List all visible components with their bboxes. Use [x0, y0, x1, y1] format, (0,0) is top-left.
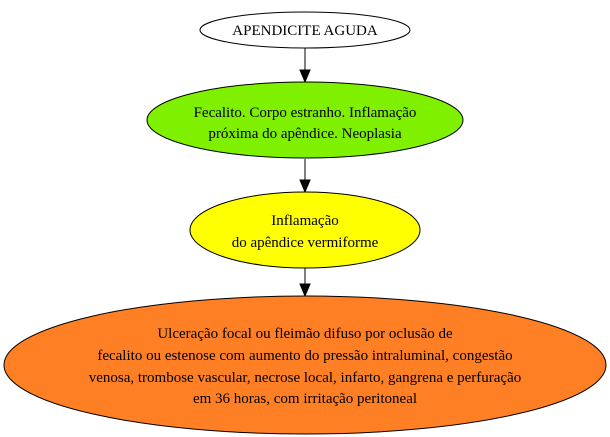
arrow-head-icon — [299, 283, 311, 298]
node-consequencias-shape — [3, 295, 607, 435]
node-apendicite-label: APENDICITE AGUDA — [232, 23, 378, 39]
node-consequencias-line-3: venosa, trombose vascular, necrose local… — [89, 370, 522, 386]
edge-inflamacao-to-consequencias — [299, 267, 311, 298]
node-consequencias-line-1: Ulceração focal ou fleimão difuso por oc… — [157, 326, 453, 342]
node-inflamacao-shape — [189, 191, 421, 269]
node-causas: Fecalito. Corpo estranho. Inflamação pró… — [146, 81, 464, 159]
node-consequencias-line-4: em 36 horas, com irritação peritoneal — [193, 391, 417, 407]
node-consequencias: Ulceração focal ou fleimão difuso por oc… — [3, 295, 607, 435]
node-apendicite-aguda: APENDICITE AGUDA — [199, 11, 411, 49]
arrow-head-icon — [299, 69, 311, 84]
node-apendicite-shape — [199, 11, 411, 49]
edge-causas-to-inflamacao — [299, 159, 311, 194]
arrow-head-icon — [299, 179, 311, 194]
edge-apendicite-to-causas — [299, 48, 311, 84]
node-causas-line-1: Fecalito. Corpo estranho. Inflamação — [194, 105, 417, 121]
node-causas-line-2: próxima do apêndice. Neoplasia — [208, 126, 402, 142]
node-causas-shape — [146, 81, 464, 159]
node-inflamacao-line-2: do apêndice vermiforme — [232, 235, 379, 251]
node-consequencias-line-2: fecalito ou estenose com aumento do pres… — [97, 348, 512, 364]
node-inflamacao-line-1: Inflamação — [271, 213, 338, 229]
node-inflamacao: Inflamação do apêndice vermiforme — [189, 191, 421, 269]
